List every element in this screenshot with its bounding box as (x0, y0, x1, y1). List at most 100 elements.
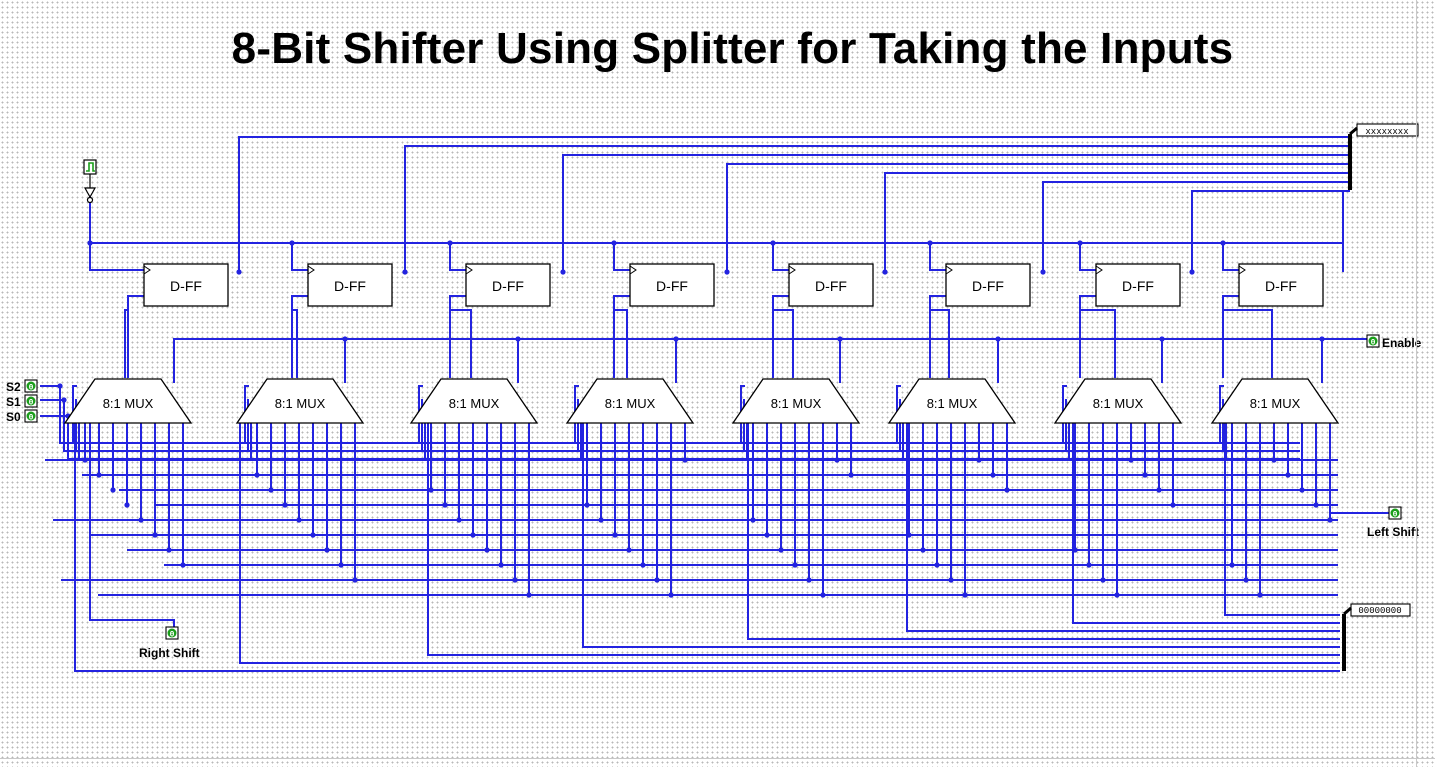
wire-junction (560, 269, 566, 275)
wire (89, 193, 144, 271)
clock-square-wave-icon[interactable] (83, 159, 97, 175)
wire-junction (1077, 240, 1083, 246)
wire-junction (1243, 577, 1249, 583)
wire-junction (724, 269, 730, 275)
wire (449, 243, 466, 271)
wire-junction (1257, 592, 1263, 598)
wire-junction (96, 472, 102, 478)
wire (1079, 243, 1096, 271)
wire (244, 385, 249, 443)
wire (772, 295, 789, 378)
select-pin-s1[interactable]: 0 (24, 394, 38, 408)
pin-led (1390, 508, 1400, 518)
clock-triangle-icon (1095, 265, 1103, 275)
wire (582, 423, 1340, 648)
wire-junction (792, 562, 798, 568)
wire (1219, 385, 1224, 443)
mux-trapezoid (731, 378, 861, 424)
d-ff-box (307, 263, 393, 307)
d-ff-box (1238, 263, 1324, 307)
select-pin-s2[interactable]: 0 (24, 379, 38, 393)
wire (929, 243, 946, 271)
wire (291, 295, 308, 378)
d-ff-label: D-FF (1265, 278, 1297, 294)
mux-7: 8:1 MUX (1053, 378, 1183, 424)
left-shift-pin[interactable]: 0 (1388, 506, 1402, 520)
wire-junction (498, 562, 504, 568)
mux-trapezoid (409, 378, 539, 424)
wire-junction (324, 547, 330, 553)
wire-junction (1156, 487, 1162, 493)
wire-junction (289, 240, 295, 246)
output-probe-value: xxxxxxxx (1365, 127, 1408, 137)
wire (124, 309, 128, 378)
wire (614, 309, 628, 378)
right-shift-pin[interactable]: 0 (165, 626, 179, 640)
d-ff-8: D-FF (1238, 263, 1324, 307)
pin-value: 0 (1371, 339, 1376, 348)
wire-junction (447, 240, 453, 246)
wire-junction (1285, 472, 1291, 478)
wire (906, 423, 1340, 632)
select-pin-label: S0 (6, 410, 21, 424)
wire-junction (236, 269, 242, 275)
d-ff-box (788, 263, 874, 307)
wire-junction (990, 472, 996, 478)
wire (930, 309, 950, 378)
wire-junction (611, 240, 617, 246)
wire-junction (338, 562, 344, 568)
wire (1191, 190, 1350, 272)
clock-triangle-icon (1238, 265, 1246, 275)
wire (613, 243, 630, 271)
mux-label: 8:1 MUX (1250, 396, 1301, 411)
wire-junction (296, 517, 302, 523)
wire-junction (310, 532, 316, 538)
input-pin-bank[interactable] (1350, 603, 1411, 617)
wire-junction (342, 336, 348, 342)
wire-junction (1040, 269, 1046, 275)
mux-trapezoid (887, 378, 1017, 424)
wire (884, 172, 1350, 272)
select-pin-s0[interactable]: 0 (24, 409, 38, 423)
wire-junction (920, 547, 926, 553)
clock-triangle-icon (629, 265, 637, 275)
d-ff-box (465, 263, 551, 307)
wire-junction (598, 517, 604, 523)
wire (1222, 295, 1239, 378)
wire-junction (882, 269, 888, 275)
wire (929, 295, 946, 378)
mux-label: 8:1 MUX (103, 396, 154, 411)
select-pin-label: S2 (6, 380, 21, 394)
wire-junction (1229, 562, 1235, 568)
pin-value: 0 (29, 384, 34, 393)
wire-junction (166, 547, 172, 553)
wire-junction (352, 577, 358, 583)
wire (421, 399, 423, 451)
wire (449, 295, 466, 378)
pin-led (167, 628, 177, 638)
clock-triangle-icon (143, 265, 151, 275)
wire-junction (750, 517, 756, 523)
not-gate-icon (83, 187, 97, 199)
wire (127, 295, 144, 378)
clock-triangle-icon (788, 265, 796, 275)
bottom-edge (0, 758, 1435, 767)
not-gate-bubble (86, 196, 94, 204)
wire-junction (848, 472, 854, 478)
wire-junction (87, 240, 93, 246)
wire-junction (1159, 336, 1165, 342)
mux-label: 8:1 MUX (771, 396, 822, 411)
mux-1: 8:1 MUX (63, 378, 193, 424)
wire-junction (124, 502, 130, 508)
wire-junction (778, 547, 784, 553)
wire (896, 385, 901, 443)
d-ff-box (629, 263, 715, 307)
wire-junction (1327, 517, 1333, 523)
wire-junction (61, 397, 67, 403)
wire (40, 399, 1300, 452)
wire-junction (1128, 457, 1134, 463)
wire-junction (254, 472, 260, 478)
wire (450, 309, 472, 378)
enable-pin[interactable]: 0 (1366, 334, 1380, 348)
